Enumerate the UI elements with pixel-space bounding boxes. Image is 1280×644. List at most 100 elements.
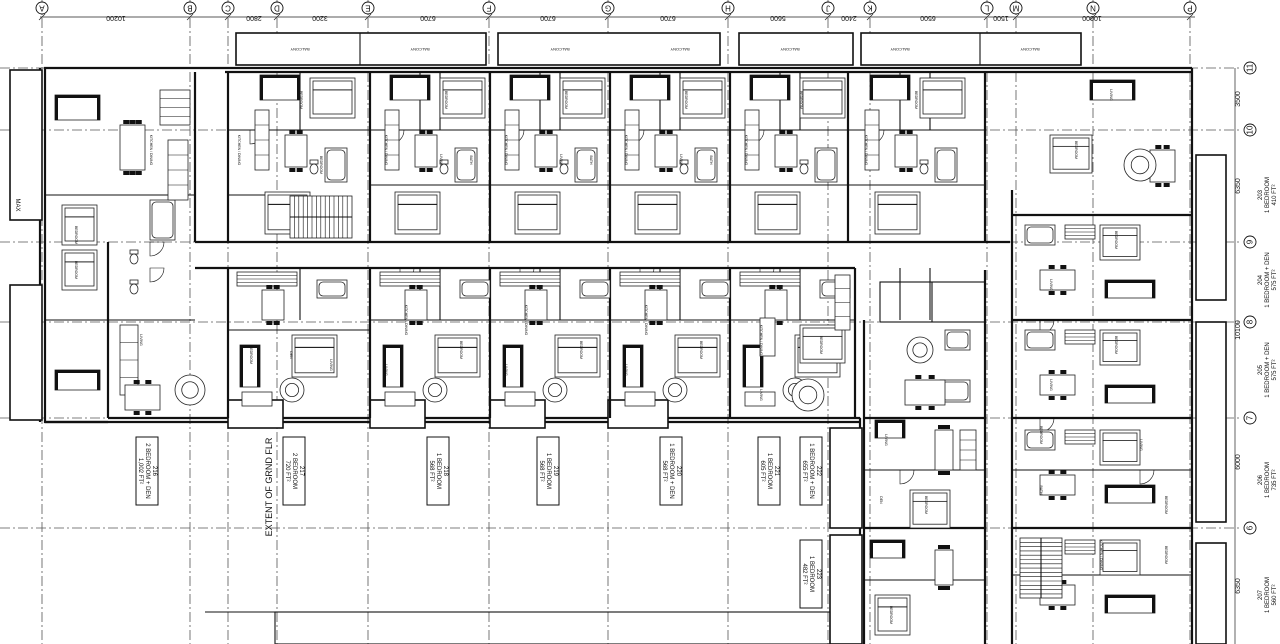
grid-bubble: G [601, 1, 615, 15]
room-label: BEDROOM [1114, 231, 1118, 249]
grid-bubble: N [1086, 1, 1100, 15]
unit-type: 1 BEDROOM [545, 453, 551, 489]
unit-number: 204 [1258, 274, 1264, 285]
room-label: BEDROOM [459, 341, 463, 359]
unit-type: 1 BEDROOM + DEN [668, 443, 674, 499]
room-label: LIVING [329, 359, 333, 371]
room-label: BEDROOM [299, 91, 303, 109]
svg-text:N: N [1090, 4, 1096, 13]
svg-text:J: J [826, 4, 830, 13]
grid-bubble: H [721, 1, 735, 15]
grid-bubble: 8 [1243, 315, 1257, 329]
room-label: LIVING [559, 154, 563, 166]
unit-area: 568 FT² [428, 460, 434, 481]
room-label: BEDROOM [799, 91, 803, 109]
room-label: KITCHEN / DINING [524, 305, 528, 336]
svg-text:10: 10 [1246, 125, 1255, 134]
unit-type: 2 BEDROOM + DEN [144, 443, 150, 499]
room-label: KITCHEN / DINING [644, 305, 648, 336]
max-label: MAX [14, 198, 20, 211]
room-label: LIVING [139, 334, 143, 346]
room-label: BEDROOM [74, 226, 78, 244]
room-label: BEDROOM [1114, 336, 1118, 354]
room-label: LIVING [1049, 379, 1053, 391]
svg-text:C: C [225, 4, 231, 13]
top-balconies [235, 32, 1082, 66]
svg-text:L: L [984, 4, 989, 13]
balcony-label: BALCONY [290, 47, 309, 52]
unit-type: 1 BEDROOM + DEN [808, 443, 814, 499]
room-label: KITCHEN / DINING [624, 135, 628, 166]
room-label: BEDROOM [819, 336, 823, 354]
svg-text:9: 9 [1246, 239, 1255, 244]
dimension-label: 10000 [1082, 14, 1102, 21]
svg-text:H: H [725, 4, 731, 13]
room-label: KITCHEN / DINING [504, 135, 508, 166]
balcony-label: BALCONY [1020, 47, 1039, 52]
balcony-label: BALCONY [890, 47, 909, 52]
unit-number: 203 [1258, 189, 1264, 200]
unit-area: 568 FT² [661, 460, 667, 481]
grid-bubble: A [35, 1, 49, 15]
unit-number: 222 [815, 466, 821, 477]
room-label: KITCHEN / DINING [149, 135, 153, 166]
unit-type: 1 BEDROOM [1265, 462, 1271, 498]
room-label: BEDROOM [579, 341, 583, 359]
grid-bubble: 9 [1243, 235, 1257, 249]
room-label: LIVING [1109, 89, 1113, 101]
room-label: BEDROOM [444, 91, 448, 109]
room-label: BEDROOM [1164, 546, 1168, 564]
dimension-label: 6700 [660, 14, 676, 21]
building-walls [9, 66, 1227, 644]
unit-number: 221 [773, 466, 779, 477]
svg-text:6: 6 [1246, 525, 1255, 530]
unit-type: 1 BEDROOM + DEN [1265, 342, 1271, 398]
room-label: BEDROOM [74, 261, 78, 279]
balcony-label: BALCONY [780, 47, 799, 52]
unit-type: 1 BEDROOM + DEN [1265, 252, 1271, 308]
svg-text:8: 8 [1246, 319, 1255, 324]
dimension-label: 10200 [106, 14, 126, 21]
unit-number: 207 [1258, 589, 1264, 600]
row-dimension-label: 6350 [1235, 578, 1242, 594]
unit-area: 575 FT² [1272, 359, 1278, 380]
dimension-label: 2400 [841, 14, 857, 21]
row-dimension-label: 10100 [1235, 320, 1242, 340]
svg-text:11: 11 [1246, 63, 1255, 72]
unit-number: 206 [1258, 474, 1264, 485]
room-label: KITCHEN / DINING [864, 135, 868, 166]
svg-text:E: E [365, 4, 370, 13]
dimension-label: 3200 [312, 14, 328, 21]
unit-area: 605 FT² [759, 460, 765, 481]
room-label: LIVING [439, 154, 443, 166]
dimension-label: 6500 [920, 14, 936, 21]
room-label: BEDROOM [1164, 496, 1168, 514]
dimension-label: 6700 [540, 14, 556, 21]
grid-bubble: 7 [1243, 411, 1257, 425]
unit-area: 735 FT² [1272, 469, 1278, 490]
balcony-label: BALCONY [550, 47, 569, 52]
unit-area: 482 FT² [801, 563, 807, 584]
svg-text:B: B [187, 4, 192, 13]
room-label: DEN [879, 496, 883, 504]
room-label: DEN [289, 351, 293, 359]
room-label: BEDROOM [914, 91, 918, 109]
room-label: BATH [589, 155, 593, 165]
dimension-string [38, 13, 1195, 21]
room-label: LIVING [884, 434, 888, 446]
grid-bubble: L [980, 1, 994, 15]
room-label: KITCHEN / DINING [384, 135, 388, 166]
dimension-label: 1500 [993, 14, 1009, 21]
grid-bubble: K [863, 1, 877, 15]
